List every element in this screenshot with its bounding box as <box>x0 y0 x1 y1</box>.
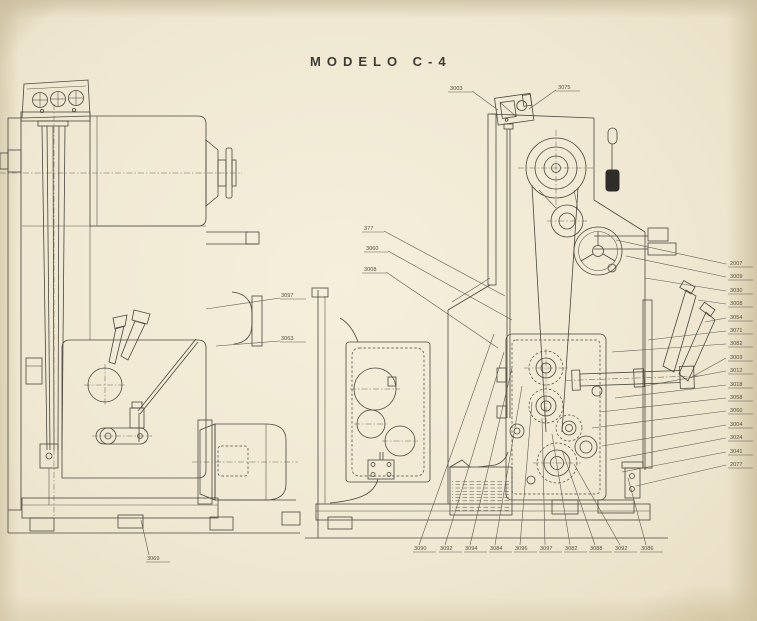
callout-label: 3041 <box>730 449 742 455</box>
overarm-bracket <box>206 231 263 347</box>
callout-label: 3063 <box>281 336 293 342</box>
callout-label: 3082 <box>565 546 577 552</box>
callout-label: 3009 <box>730 274 742 280</box>
oil-tank <box>448 451 513 516</box>
overarm-stubs <box>594 227 677 256</box>
feed-gearbox <box>496 333 607 515</box>
callout-label: 3054 <box>730 315 742 321</box>
machine-base-left <box>8 497 301 534</box>
callout-label: 3088 <box>590 546 602 552</box>
stand-left-edge <box>311 287 329 538</box>
pulley-train <box>518 130 594 433</box>
callout-label: 3058 <box>730 395 742 401</box>
spindle-housing <box>0 115 242 227</box>
callout-label: 3060 <box>366 246 378 252</box>
callout-label: 3097 <box>281 293 293 299</box>
callout-label: 3003 <box>450 86 462 92</box>
callout-label: 3086 <box>641 546 653 552</box>
feed-screw <box>565 365 704 391</box>
oil-pipe <box>329 452 395 504</box>
callout-label: 3008 <box>730 301 742 307</box>
left-view <box>0 79 301 534</box>
callout-label: 3092 <box>440 546 452 552</box>
machine-base-right <box>305 461 668 539</box>
headstock <box>447 113 646 504</box>
cone-levers <box>642 279 716 469</box>
top-clamp <box>494 92 535 126</box>
handwheel <box>573 226 623 276</box>
motor <box>192 419 298 505</box>
machine-column <box>0 111 206 533</box>
drawing-title: MODELO C-4 <box>310 54 452 69</box>
callout-label: 3090 <box>414 546 426 552</box>
callout-label: 3018 <box>730 382 742 388</box>
callout-label: 3024 <box>730 435 742 441</box>
callout-label: 377 <box>364 226 373 232</box>
right-view <box>305 92 716 539</box>
callout-label: 3008 <box>364 267 376 273</box>
callout-label: 3071 <box>730 328 742 334</box>
shift-levers <box>108 309 151 365</box>
callouts: 3097 3063 3069 3003 3075 377 3060 3008 2… <box>140 85 753 563</box>
cover-panel <box>339 317 431 483</box>
callout-label: 3030 <box>730 288 742 294</box>
callout-label: 3004 <box>730 422 742 428</box>
callout-label: 2077 <box>730 462 742 468</box>
knee-housing <box>61 309 207 479</box>
callout-label: 3075 <box>558 85 570 91</box>
belt-drive <box>37 104 69 516</box>
callout-label: 3092 <box>615 546 627 552</box>
callout-label: 3069 <box>147 556 159 562</box>
callout-label: 3084 <box>490 546 502 552</box>
callout-label: 3097 <box>540 546 552 552</box>
callout-label: 3012 <box>730 368 742 374</box>
callout-label: 2007 <box>730 261 742 267</box>
hand-lever <box>605 127 620 192</box>
callout-label: 3082 <box>730 341 742 347</box>
callout-label: 3096 <box>515 546 527 552</box>
callout-label: 3094 <box>465 546 477 552</box>
callout-label: 3003 <box>730 355 742 361</box>
callout-label: 3060 <box>730 408 742 414</box>
